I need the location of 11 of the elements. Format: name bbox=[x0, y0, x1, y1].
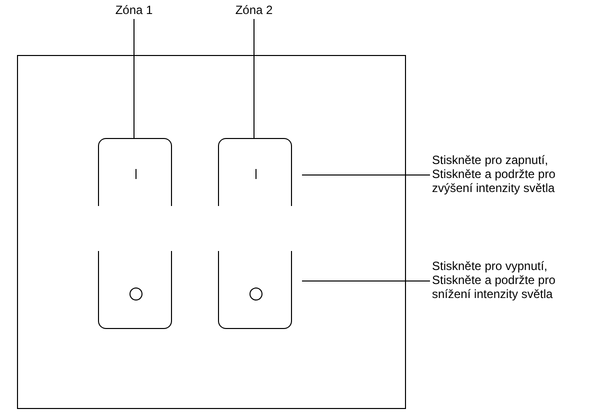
switch-panel bbox=[17, 55, 406, 409]
leader-line bbox=[302, 174, 430, 176]
rocker-key bbox=[218, 251, 292, 329]
rocker-key bbox=[98, 251, 172, 329]
zone-label: Zóna 1 bbox=[110, 3, 158, 17]
instruction-text: Stiskněte pro zapnutí, Stiskněte a podržte pro zvýšení intenzity světla bbox=[432, 153, 592, 195]
zone-label: Zóna 2 bbox=[230, 3, 278, 17]
leader-line bbox=[302, 280, 430, 282]
rocker-key bbox=[218, 138, 292, 206]
instruction-text: Stiskněte pro vypnutí, Stiskněte a podržte pro snížení intenzity světla bbox=[432, 259, 592, 301]
rocker-key bbox=[98, 138, 172, 206]
